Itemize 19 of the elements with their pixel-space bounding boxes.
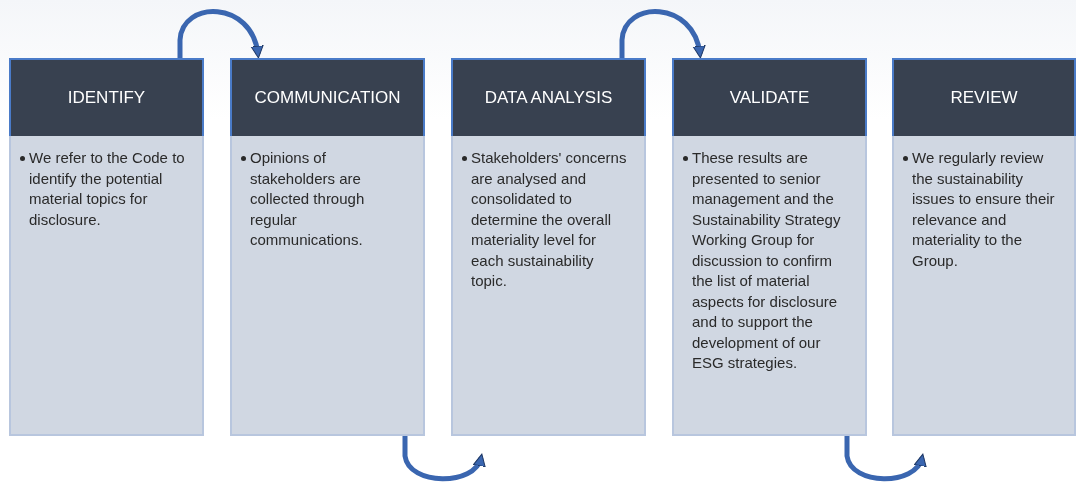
step-column: [672, 58, 867, 436]
step-title: DATA ANALYSIS: [483, 88, 614, 108]
step-title: COMMUNICATION: [253, 88, 402, 108]
step-title: IDENTIFY: [66, 88, 147, 108]
curved-arrow: [844, 436, 925, 482]
step-description: These results are presented to senior management and the Sustainability Strategy Working Group for discussion to confirm the list of material aspects for disclosure and to support the development of our ESG strategies.: [692, 148, 842, 373]
step-description: Opinions of stakeholders are collected through regular communications.: [250, 148, 366, 250]
curved-arrow: [619, 9, 705, 59]
step-title: VALIDATE: [728, 88, 811, 108]
step-title: REVIEW: [949, 88, 1019, 108]
curved-arrow: [177, 9, 263, 59]
step-column: [451, 58, 646, 436]
curved-arrow: [402, 436, 484, 482]
step-column: [230, 58, 425, 436]
step-column: [892, 58, 1076, 436]
step-column: [9, 58, 204, 436]
step-description: Stakeholders' concerns are analysed and consolidated to determine the overall materiality level for each sustainability topic.: [471, 148, 628, 291]
step-description: We refer to the Code to identify the potential material topics for disclosure.: [29, 148, 186, 230]
step-description: We regularly review the sustainability issues to ensure their relevance and materiality to the Group.: [912, 148, 1056, 271]
